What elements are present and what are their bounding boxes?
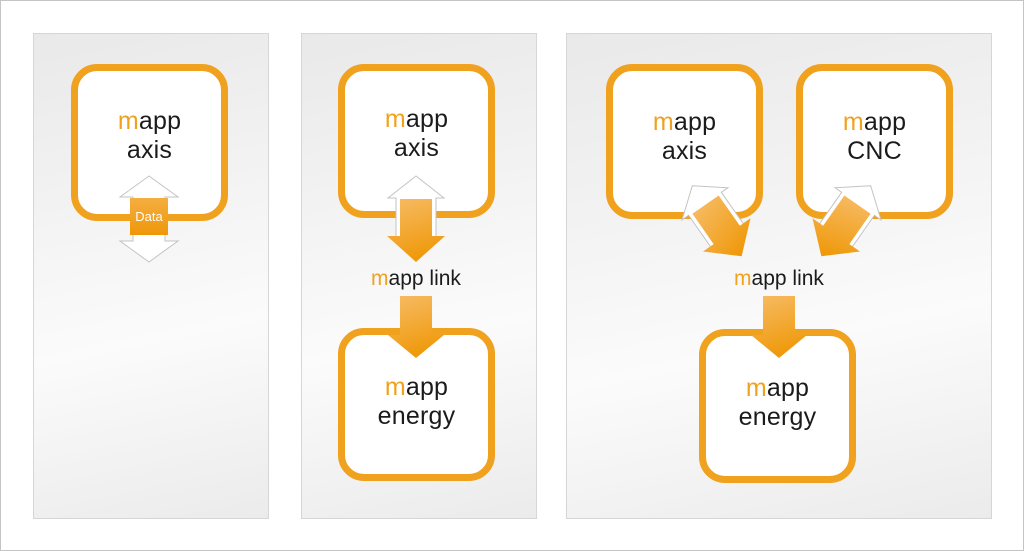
brand-m: m bbox=[371, 267, 389, 290]
data-chip-label: Data bbox=[135, 209, 163, 224]
exchange-arrow-diagonal-right-icon bbox=[812, 185, 882, 257]
brand-m: m bbox=[842, 107, 864, 136]
brand-m: m bbox=[652, 107, 674, 136]
brand-m: m bbox=[384, 372, 406, 401]
down-arrow-icon bbox=[388, 296, 444, 358]
mapp-axis-label: mapp axis bbox=[652, 107, 717, 165]
mapp-axis-label: mapp axis bbox=[384, 105, 449, 162]
brand-m: m bbox=[745, 374, 767, 402]
mapp-link-label: mapp link bbox=[734, 267, 824, 290]
mapp-cnc-label: mapp CNC bbox=[842, 107, 907, 165]
brand-m: m bbox=[734, 267, 752, 290]
down-arrow-icon bbox=[751, 296, 807, 358]
exchange-arrow-diagonal-left-icon bbox=[681, 185, 751, 257]
data-chip: Data bbox=[130, 198, 168, 235]
brand-m: m bbox=[384, 105, 406, 133]
brand-m: m bbox=[117, 106, 139, 135]
exchange-arrow-icon bbox=[386, 175, 446, 262]
mapp-cnc-box: mapp CNC bbox=[796, 64, 953, 219]
mapp-axis-label: mapp axis bbox=[117, 106, 182, 164]
mapp-energy-label: mapp energy bbox=[377, 372, 456, 430]
mapp-link-label: mapp link bbox=[371, 267, 461, 290]
mapp-energy-label: mapp energy bbox=[738, 374, 817, 431]
